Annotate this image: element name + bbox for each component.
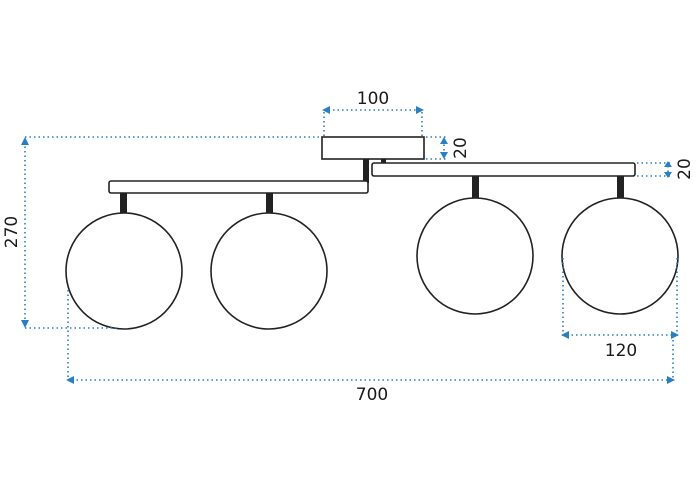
globe-stem-1 — [120, 193, 127, 218]
plate-stem-left — [363, 159, 369, 183]
total-height-label: 270 — [2, 216, 22, 248]
globe-diameter-label: 120 — [605, 341, 637, 361]
plate-height-label: 20 — [451, 137, 471, 159]
globe-1 — [65, 212, 183, 330]
left-bar — [108, 180, 369, 194]
globe-stem-2 — [266, 193, 273, 218]
globe-3 — [416, 197, 534, 315]
total-width-label: 700 — [356, 385, 388, 405]
bar-height-label: 20 — [675, 158, 695, 180]
plate-width-label: 100 — [357, 89, 389, 109]
right-bar — [371, 162, 636, 177]
globe-2 — [210, 212, 328, 330]
globe-stem-4 — [617, 176, 624, 203]
globe-4 — [561, 197, 679, 315]
globe-stem-3 — [472, 176, 479, 203]
ceiling-plate — [321, 136, 425, 160]
